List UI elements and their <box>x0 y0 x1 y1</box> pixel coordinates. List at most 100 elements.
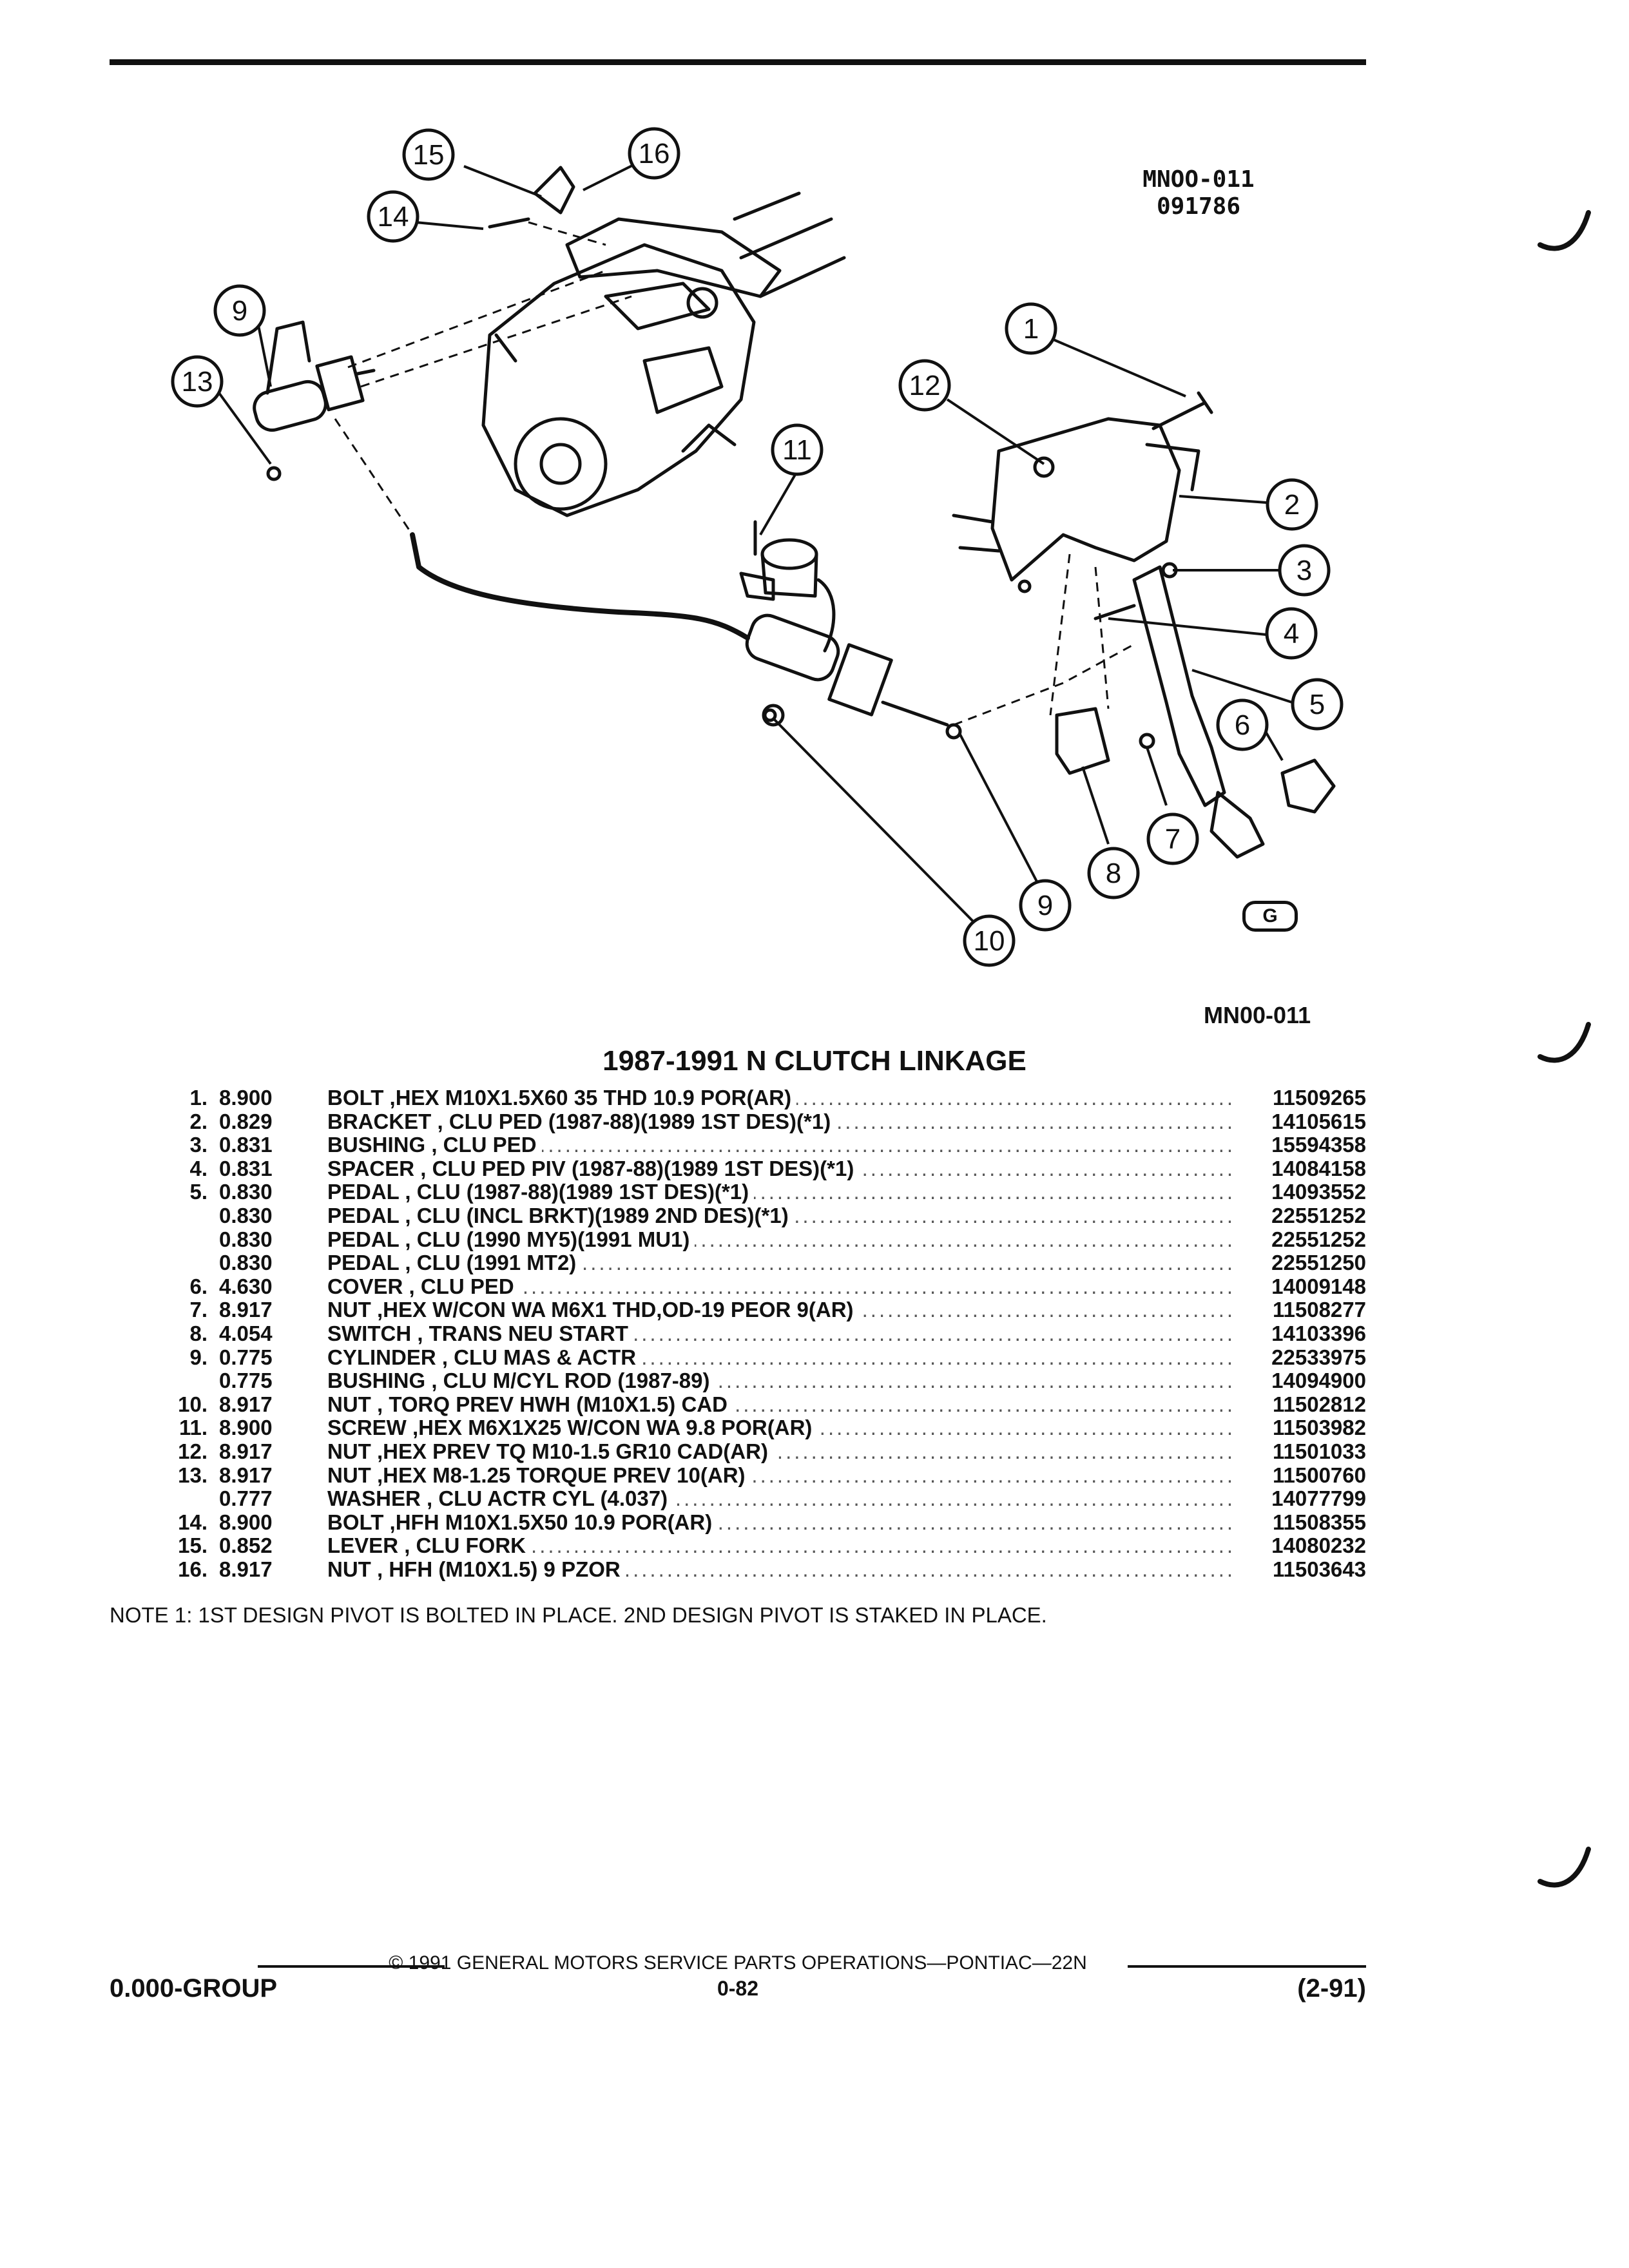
callout-label: 7 <box>1165 823 1181 855</box>
page-title: 1987-1991 N CLUTCH LINKAGE <box>602 1045 1027 1077</box>
callout-label: 15 <box>413 139 445 171</box>
part-row: 15.0.852................................… <box>110 1534 1366 1558</box>
part-item-number <box>110 1251 219 1275</box>
part-description-cell: ........................................… <box>327 1204 1244 1228</box>
figure-code: MNOO-011 091786 <box>1115 166 1282 220</box>
part-description-cell: ........................................… <box>327 1557 1244 1582</box>
part-item-number: 11. <box>178 1416 207 1440</box>
part-item-number: 9. <box>189 1345 207 1369</box>
part-number: 11509265 <box>1272 1086 1366 1110</box>
part-description: NUT , TORQ PREV HWH (M10X1.5) CAD <box>327 1392 733 1416</box>
part-row: 14. 8.900................................… <box>110 1510 1366 1535</box>
part-item-number: 6. <box>189 1274 207 1298</box>
part-number: 11502812 <box>1272 1392 1366 1416</box>
neutral-start-switch <box>1055 707 1110 775</box>
transmission-assembly <box>481 191 846 517</box>
pedal-cover <box>1280 758 1336 814</box>
part-description: NUT ,HEX W/CON WA M6X1 THD,OD-19 PEOR 9(… <box>327 1298 859 1322</box>
callout-circles <box>171 127 1344 967</box>
part-description-cell: ........................................… <box>327 1345 1244 1370</box>
part-number: 14084158 <box>1271 1156 1366 1180</box>
part-item-number: 1. <box>189 1086 207 1110</box>
callout-leaders <box>218 163 1293 929</box>
figure-code-line1: MNOO-011 <box>1142 166 1255 193</box>
part-number: 14093552 <box>1271 1180 1366 1204</box>
part-group-code: 4.630 <box>219 1274 273 1298</box>
part-description-cell: ........................................… <box>327 1110 1244 1134</box>
part-row: 0.775...................................… <box>110 1369 1366 1393</box>
callout-label: 4 <box>1284 618 1299 649</box>
part-number: 14105615 <box>1271 1109 1366 1133</box>
footer-group: 0.000-GROUP <box>110 1974 278 2003</box>
part-description: PEDAL , CLU (1987-88)(1989 1ST DES)(*1) <box>327 1180 755 1204</box>
part-number: 11500760 <box>1272 1463 1366 1487</box>
part-item-number: 13. <box>178 1463 207 1487</box>
binder-mark-3 <box>1537 1847 1591 1888</box>
part-row: 3.0.831.................................… <box>110 1133 1366 1157</box>
part-number: 15594358 <box>1271 1133 1366 1157</box>
part-description-cell: ........................................… <box>327 1274 1244 1299</box>
callout-label: 10 <box>974 925 1005 957</box>
part-description-cell: ........................................… <box>327 1321 1244 1346</box>
part-description-cell: ........................................… <box>327 1369 1244 1393</box>
callout-label: 2 <box>1284 489 1300 521</box>
part-group-code: 8.900 <box>219 1416 273 1440</box>
part-group-code: 0.829 <box>219 1109 273 1133</box>
part-group-code: 0.830 <box>219 1251 273 1275</box>
part-number: 11503982 <box>1272 1416 1366 1440</box>
part-number: 14009148 <box>1271 1274 1366 1298</box>
part-number: 11503643 <box>1272 1557 1366 1581</box>
footnote: NOTE 1: 1ST DESIGN PIVOT IS BOLTED IN PL… <box>110 1603 1047 1627</box>
part-row: 11. 8.900................................… <box>110 1416 1366 1440</box>
spacer-4 <box>1094 604 1136 620</box>
part-row: 12.8.917................................… <box>110 1439 1366 1464</box>
part-description-cell: ........................................… <box>327 1298 1244 1322</box>
clutch-pedal <box>1132 565 1265 859</box>
part-group-code: 8.917 <box>219 1557 273 1581</box>
part-number: 22551250 <box>1271 1251 1366 1275</box>
part-description-cell: ........................................… <box>327 1180 1244 1204</box>
part-number: 11508277 <box>1272 1298 1366 1322</box>
part-description: NUT ,HEX PREV TQ M10-1.5 GR10 CAD(AR) <box>327 1439 773 1463</box>
callout-label: 3 <box>1296 555 1312 586</box>
master-cylinder <box>739 538 962 740</box>
part-number: 22551252 <box>1271 1203 1366 1227</box>
part-item-number: 4. <box>189 1156 207 1180</box>
part-item-number: 7. <box>189 1298 207 1322</box>
part-description-cell: ........................................… <box>327 1534 1244 1558</box>
part-item-number: 12. <box>178 1439 207 1463</box>
part-description: BOLT ,HEX M10X1.5X60 35 THD 10.9 POR(AR) <box>327 1086 797 1110</box>
part-description-cell: ........................................… <box>327 1227 1244 1252</box>
part-group-code: 0.830 <box>219 1180 273 1204</box>
part-description: PEDAL , CLU (1991 MT2) <box>327 1251 582 1275</box>
part-row: 7. 8.917.................................… <box>110 1298 1366 1322</box>
figure-bottom-code: MN00-011 <box>1204 1002 1311 1028</box>
part-description-cell: ........................................… <box>327 1416 1244 1440</box>
bolt-14 <box>488 217 530 229</box>
part-group-code: 4.054 <box>219 1321 273 1345</box>
part-row: 13.8.917................................… <box>110 1463 1366 1488</box>
nut-13 <box>266 466 282 481</box>
callout-label: 11 <box>782 434 812 466</box>
part-item-number: 14. <box>178 1510 207 1534</box>
part-row: 2.0.829.................................… <box>110 1110 1366 1134</box>
part-description: PEDAL , CLU (1990 MY5)(1991 MU1) <box>327 1227 695 1251</box>
fork-lever <box>533 166 575 215</box>
part-group-code: 8.900 <box>219 1510 273 1534</box>
part-group-code: 0.831 <box>219 1133 273 1157</box>
part-description: BUSHING , CLU PED <box>327 1133 542 1157</box>
part-item-number <box>110 1369 219 1393</box>
footer-rule-right <box>1128 1965 1366 1968</box>
part-row: 1.8.900.................................… <box>110 1086 1366 1110</box>
clutch-linkage-diagram: 15 16 14 9 13 1 12 11 2 3 4 5 6 7 8 9 10 <box>171 127 1344 967</box>
part-group-code: 8.917 <box>219 1298 273 1322</box>
part-item-number: 5. <box>189 1180 207 1204</box>
part-row: 0.830...................................… <box>110 1227 1366 1252</box>
part-description-cell: ........................................… <box>327 1463 1244 1488</box>
callout-numbers: 15 16 14 9 13 1 12 11 2 3 4 5 6 7 8 9 10 <box>182 138 1325 957</box>
part-group-code: 8.917 <box>219 1392 273 1416</box>
part-group-code: 0.777 <box>219 1486 273 1511</box>
part-item-number <box>110 1204 219 1228</box>
part-description-cell: ........................................… <box>327 1510 1244 1535</box>
footer-page-number: 0-82 <box>717 1977 759 2000</box>
